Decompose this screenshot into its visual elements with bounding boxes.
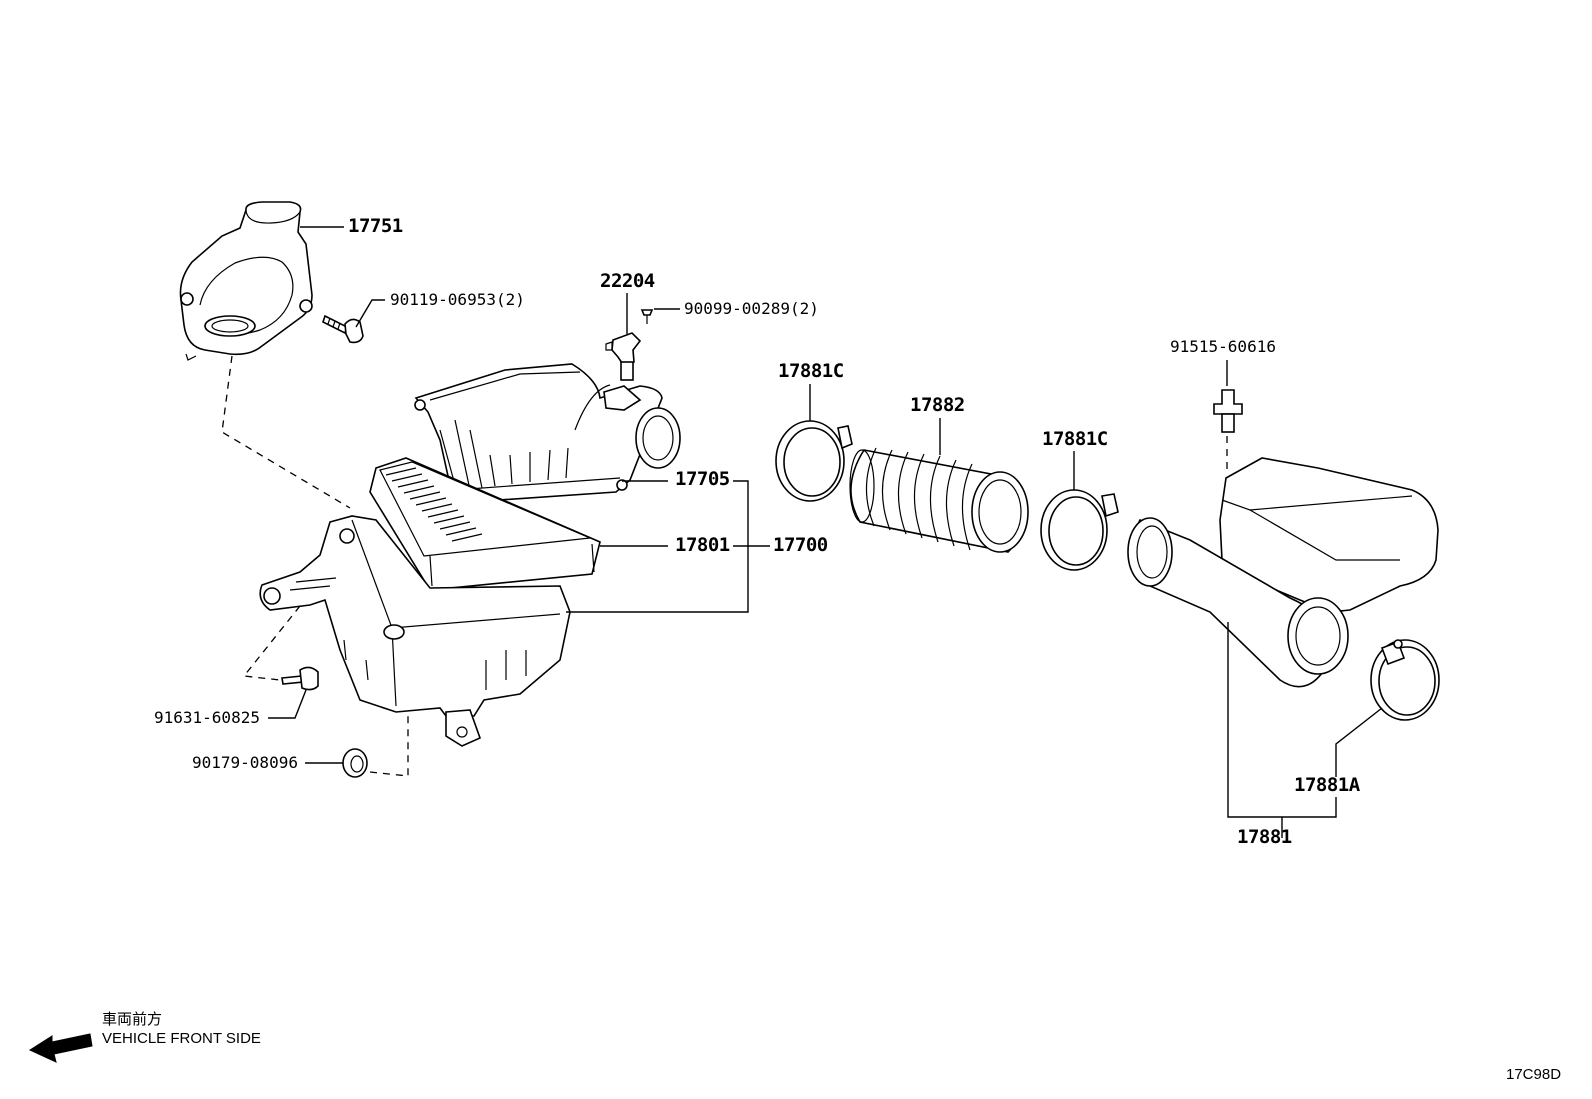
part-17881-inlet <box>1127 457 1439 688</box>
legend-japanese: 車両前方 <box>102 1010 163 1028</box>
diagram-id: 17C98D <box>1506 1066 1562 1083</box>
label-17882: 17882 <box>910 394 965 416</box>
part-17881c-clamp-1 <box>775 420 853 502</box>
label-22204: 22204 <box>600 270 655 292</box>
label-90119-06953: 90119-06953(2) <box>390 290 525 309</box>
label-17881c-2: 17881C <box>1042 428 1108 450</box>
label-17751: 17751 <box>348 215 403 237</box>
part-17882-hose <box>849 447 1029 553</box>
front-direction-arrow-icon <box>28 1033 93 1063</box>
legend-english: VEHICLE FRONT SIDE <box>102 1030 261 1047</box>
part-22204-sensor <box>605 332 642 381</box>
bolt-90119 <box>322 314 364 344</box>
label-91515-60616: 91515-60616 <box>1170 337 1276 356</box>
part-17705-upper-case <box>414 363 681 503</box>
label-91631-60825: 91631-60825 <box>154 708 260 727</box>
bolt-91631 <box>281 666 319 691</box>
label-17881c-1: 17881C <box>778 360 844 382</box>
part-17801-filter <box>369 457 601 591</box>
label-90179-08096: 90179-08096 <box>192 753 298 772</box>
part-17881a-clamp <box>1370 639 1440 721</box>
label-17705: 17705 <box>675 468 730 490</box>
screw-90099 <box>640 309 654 324</box>
label-17801: 17801 <box>675 534 730 556</box>
label-17881: 17881 <box>1237 826 1292 848</box>
part-lower-case <box>259 515 571 747</box>
bolt-91515 <box>1213 389 1243 433</box>
part-17751-intake-duct <box>179 201 313 361</box>
label-17881a: 17881A <box>1294 774 1360 796</box>
label-90099-00289: 90099-00289(2) <box>684 299 819 318</box>
label-17700: 17700 <box>773 534 828 556</box>
part-17881c-clamp-2 <box>1040 489 1119 571</box>
grommet-90179 <box>342 748 368 778</box>
